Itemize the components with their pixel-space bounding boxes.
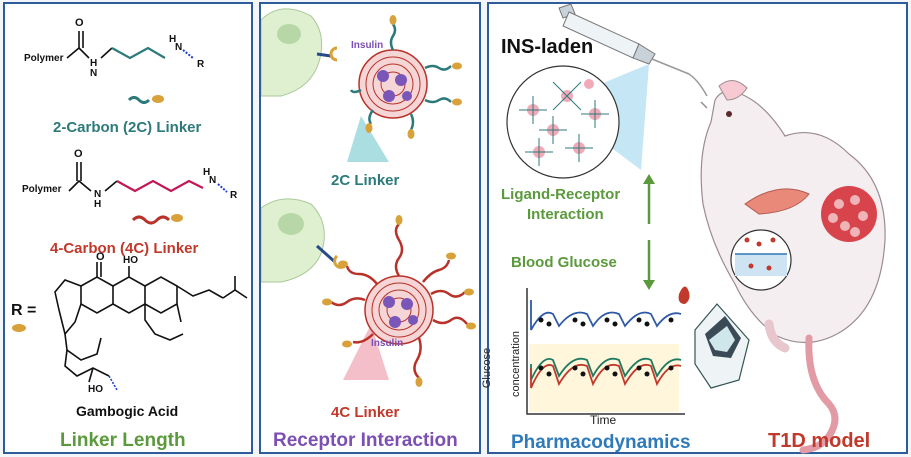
insulin-label-2c: Insulin: [351, 40, 384, 51]
atom-h-4c: H: [94, 199, 102, 210]
atom-h-2c: H: [90, 58, 98, 69]
atom-h-2c-right: H: [169, 34, 177, 45]
four-carbon-structure: [68, 162, 228, 225]
atom-n-4c: N: [94, 189, 102, 200]
ligand-receptor-label-line1: Ligand-Receptor: [501, 186, 621, 203]
atom-r-2c: R: [197, 59, 205, 70]
glucose-ylabel-line1: Glucose: [481, 347, 494, 389]
polymer-label-2c: Polymer: [24, 53, 64, 64]
t1d-model-title: T1D model: [768, 430, 871, 452]
pharmacodynamics-title: Pharmacodynamics: [511, 432, 691, 453]
atom-o-gambogic: O: [96, 251, 105, 263]
atom-n-2c-right: N: [175, 42, 183, 53]
insulin-label-4c: Insulin: [371, 338, 404, 349]
atom-h-4c-right: H: [203, 167, 211, 178]
two-c-linker-label: 2C Linker: [331, 172, 400, 189]
four-c-nanoparticle: [261, 198, 476, 387]
atom-o-4c: O: [74, 148, 83, 160]
blood-glucose-label: Blood Glucose: [511, 254, 617, 271]
ligand-receptor-label-line2: Interaction: [527, 206, 604, 223]
glucose-chart: [526, 288, 685, 415]
atom-n-4c-right: N: [209, 175, 217, 186]
glucometer-icon: [678, 286, 750, 389]
pharmacodynamics-panel: INS-laden Ligand-Receptor Interaction Bl…: [481, 2, 908, 454]
atom-ho-gambogic: HO: [123, 255, 138, 266]
atom-o-2c: O: [75, 17, 84, 29]
linker-length-panel: Polymer O H N H N R 2-Carbon (2C) Linker…: [3, 2, 253, 454]
mouse-illustration: [700, 80, 886, 454]
nanoparticle-drawing: [261, 8, 476, 387]
linker-length-title: Linker Length: [60, 430, 186, 451]
glucose-ylabel-line2: concentration: [510, 330, 523, 398]
linker-chemistry-drawing: [12, 31, 248, 391]
ins-laden-label: INS-laden: [501, 36, 594, 58]
two-c-nanoparticle: [261, 8, 462, 162]
nanoparticle-bubble: [506, 65, 620, 179]
polymer-label-4c: Polymer: [22, 184, 62, 195]
atom-r-4c: R: [230, 190, 238, 201]
gambogic-acid-structure: [12, 262, 248, 391]
atom-n-2c: N: [90, 68, 98, 79]
gambogic-acid-label: Gambogic Acid: [76, 403, 179, 419]
two-carbon-label: 2-Carbon (2C) Linker: [53, 119, 202, 136]
four-c-linker-label: 4C Linker: [331, 404, 400, 421]
r-equals-label: R =: [11, 302, 37, 319]
receptor-interaction-title: Receptor Interaction: [273, 430, 458, 451]
t1d-model-drawing: [506, 4, 886, 454]
two-carbon-structure: [66, 31, 194, 104]
receptor-interaction-panel: Insulin 2C Linker Insulin 4C Linker Rece…: [259, 2, 481, 454]
atom-ho-acid: HO: [88, 384, 103, 395]
four-carbon-label: 4-Carbon (4C) Linker: [50, 240, 199, 257]
glucose-xlabel: Time: [590, 413, 617, 427]
